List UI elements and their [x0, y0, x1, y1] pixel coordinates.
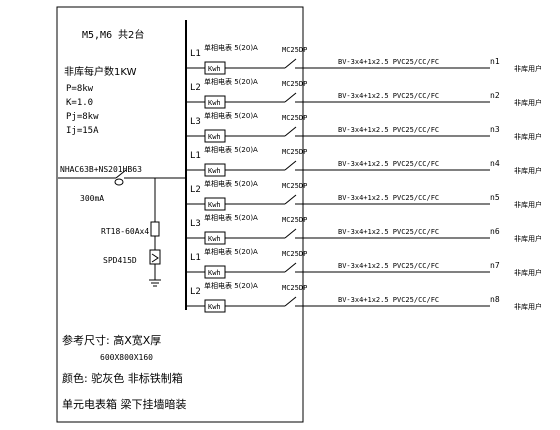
breaker-label: MC25DP: [282, 80, 307, 88]
breaker-switch: [284, 228, 297, 239]
panel-count: 共2台: [118, 28, 144, 41]
meter-label: 单相电表 5(20)A: [204, 77, 258, 86]
color-note: 颜色: 驼灰色 非标铁制箱: [62, 371, 183, 385]
phase-label: L3: [190, 117, 201, 127]
breaker-switch: [284, 126, 297, 137]
load-label: 非库用户: [514, 200, 542, 209]
meter-text: Kwh: [208, 269, 221, 277]
load-label: 非库用户: [514, 132, 542, 141]
meter-text: Kwh: [208, 303, 221, 311]
cable-label: BV-3x4+1x2.5 PVC25/CC/FC: [338, 262, 439, 270]
spd-symbol: [149, 249, 161, 265]
circuit-id: n7: [490, 261, 500, 270]
fuse-label: RT18-60Ax4: [101, 227, 149, 236]
breaker-label: MC25DP: [282, 284, 307, 292]
param-p: P=8kw: [66, 84, 94, 94]
meter-text: Kwh: [208, 65, 221, 73]
spd-label: SPD415D: [103, 256, 137, 265]
phase-label: L2: [190, 287, 201, 297]
spd-arrow: [151, 253, 159, 263]
meter-text: Kwh: [208, 201, 221, 209]
breaker-label: MC25DP: [282, 114, 307, 122]
meter-text: Kwh: [208, 99, 221, 107]
meter-label: 单相电表 5(20)A: [204, 43, 258, 52]
circuit-id: n6: [490, 227, 500, 236]
meter-text: Kwh: [208, 167, 221, 175]
load-label: 非库用户: [514, 98, 542, 107]
rcd-symbol: [114, 178, 124, 186]
cable-label: BV-3x4+1x2.5 PVC25/CC/FC: [338, 228, 439, 236]
param-ij: Ij=15A: [66, 126, 99, 136]
param-pj: Pj=8kw: [66, 112, 99, 122]
phase-label: L1: [190, 253, 201, 263]
cable-label: BV-3x4+1x2.5 PVC25/CC/FC: [338, 194, 439, 202]
circuit-id: n3: [490, 125, 500, 134]
load-label: 非库用户: [514, 64, 542, 73]
phase-label: L3: [190, 219, 201, 229]
meter-label: 单相电表 5(20)A: [204, 111, 258, 120]
phase-label: L2: [190, 83, 201, 93]
meter-label: 单相电表 5(20)A: [204, 281, 258, 290]
circuit-id: n8: [490, 295, 500, 304]
phase-label: L2: [190, 185, 201, 195]
circuit-id: n5: [490, 193, 500, 202]
panel-title: 非库每户数1KW: [64, 65, 137, 78]
meter-label: 单相电表 5(20)A: [204, 213, 258, 222]
param-k: K=1.0: [66, 98, 93, 108]
breaker-switch: [284, 92, 297, 103]
load-label: 非库用户: [514, 302, 542, 311]
breaker-switch: [284, 194, 297, 205]
main-breaker-label: NHAC63B+NS201HB63: [60, 165, 142, 174]
circuit-id: n2: [490, 91, 500, 100]
breaker-label: MC25DP: [282, 216, 307, 224]
breaker-label: MC25DP: [282, 250, 307, 258]
phase-label: L1: [190, 49, 201, 59]
cable-label: BV-3x4+1x2.5 PVC25/CC/FC: [338, 126, 439, 134]
meter-label: 单相电表 5(20)A: [204, 179, 258, 188]
breaker-label: MC25DP: [282, 148, 307, 156]
cable-label: BV-3x4+1x2.5 PVC25/CC/FC: [338, 58, 439, 66]
meter-text: Kwh: [208, 133, 221, 141]
breaker-switch: [284, 262, 297, 273]
breaker-label: MC25DP: [282, 46, 307, 54]
meter-label: 单相电表 5(20)A: [204, 247, 258, 256]
main-breaker-switch: [115, 169, 127, 179]
phase-label: L1: [190, 151, 201, 161]
panel-header: M5,M6: [82, 30, 112, 41]
enclosure-frame: [56, 6, 304, 423]
breaker-switch: [284, 58, 297, 69]
cable-label: BV-3x4+1x2.5 PVC25/CC/FC: [338, 160, 439, 168]
fuse-symbol: [150, 221, 160, 237]
cable-label: BV-3x4+1x2.5 PVC25/CC/FC: [338, 296, 439, 304]
meter-text: Kwh: [208, 235, 221, 243]
circuit-id: n4: [490, 159, 500, 168]
meter-label: 单相电表 5(20)A: [204, 145, 258, 154]
size-value: 600X800X160: [100, 353, 153, 362]
load-label: 非库用户: [514, 234, 542, 243]
load-label: 非库用户: [514, 268, 542, 277]
load-label: 非库用户: [514, 166, 542, 175]
circuit-id: n1: [490, 57, 500, 66]
breaker-switch: [284, 160, 297, 171]
rcd-label: 300mA: [80, 194, 104, 203]
cable-label: BV-3x4+1x2.5 PVC25/CC/FC: [338, 92, 439, 100]
breaker-switch: [284, 296, 297, 307]
install-note: 单元电表箱 梁下挂墙暗装: [62, 397, 187, 411]
breaker-label: MC25DP: [282, 182, 307, 190]
size-note: 参考尺寸: 高X宽X厚: [62, 333, 161, 347]
